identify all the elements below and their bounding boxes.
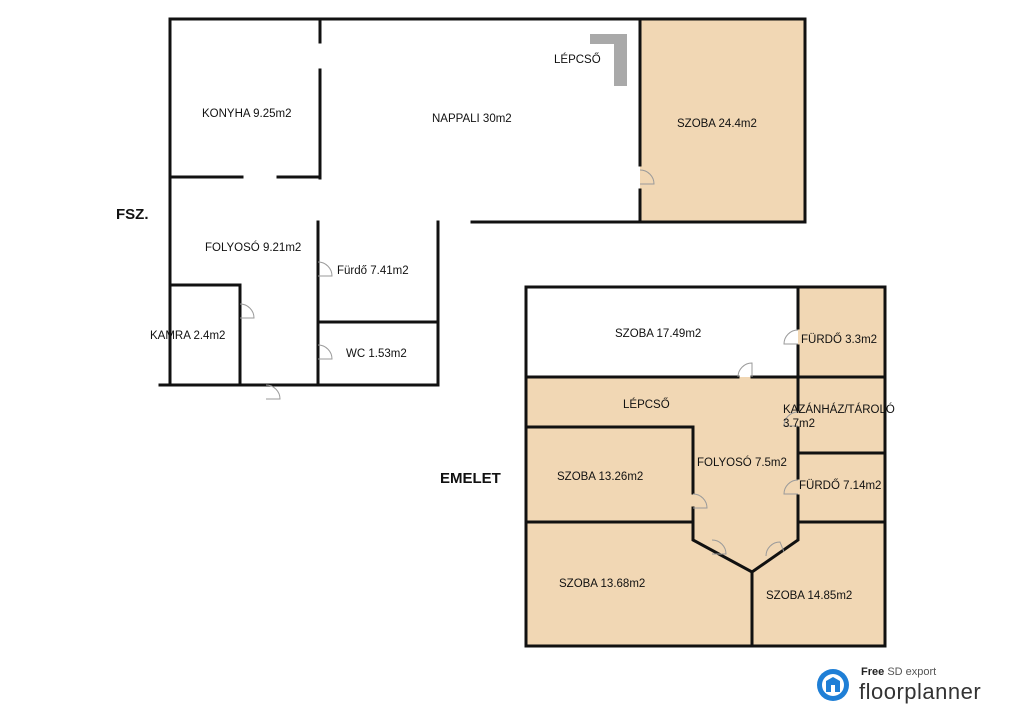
- door-furdo33: [783, 329, 799, 345]
- door-furdo-ground: [317, 261, 333, 277]
- door-szoba1749: [737, 362, 753, 378]
- floorplanner-logo-icon: [817, 669, 849, 701]
- door-szoba-ground: [639, 169, 655, 185]
- ground-floor: FSZ. KONYHA 9.25m2 NAPPALI 30m2 LÉPCSŐ S…: [116, 17, 807, 400]
- stairs-ground: [590, 34, 627, 86]
- door-szoba1368: [711, 539, 727, 555]
- room-label-kazanhaz-line2: 3.7m2: [783, 418, 815, 430]
- door-entrance: [265, 384, 281, 400]
- floorplanner-logo: Free SD export floorplanner: [815, 663, 1015, 713]
- upper-floor-fill: [526, 287, 885, 646]
- room-label-konyha: KONYHA 9.25m2: [202, 108, 291, 120]
- room-label-furdo714: FÜRDŐ 7.14m2: [799, 478, 881, 492]
- upper-floor: EMELET SZOBA 17.49m2 FÜRDŐ 3.3m2 LÉPCSŐ …: [440, 285, 895, 648]
- floor-label-ground: FSZ.: [116, 206, 149, 223]
- room-label-nappali: NAPPALI 30m2: [432, 113, 512, 125]
- room-label-kazanhaz-line1: KAZÁNHÁZ/TÁROLÓ: [783, 403, 895, 416]
- ground-outer-walls: [158, 17, 807, 387]
- door-szoba1326: [692, 493, 708, 509]
- room-label-szoba1485: SZOBA 14.85m2: [766, 590, 852, 602]
- door-kazanhaz: [783, 411, 799, 427]
- room-label-furdo33: FÜRDŐ 3.3m2: [801, 332, 877, 346]
- logo-free-text: Free SD export: [861, 666, 936, 678]
- room-szoba-ground-fill: [640, 19, 805, 222]
- floor-label-upper: EMELET: [440, 470, 501, 487]
- room-label-furdo-ground: Fürdő 7.41m2: [337, 265, 409, 277]
- room-label-szoba-ground: SZOBA 24.4m2: [677, 118, 757, 130]
- door-szoba1485: [765, 541, 785, 557]
- ground-wall-kamra: [168, 283, 242, 387]
- room-label-wc: WC 1.53m2: [346, 348, 407, 360]
- logo-export-word: SD export: [887, 666, 937, 678]
- upper-outer-walls: [524, 285, 887, 648]
- room-label-lepcso-ground: LÉPCSŐ: [554, 52, 601, 66]
- room-label-szoba1368: SZOBA 13.68m2: [559, 578, 645, 590]
- room-label-folyoso-upper: FOLYOSÓ 7.5m2: [697, 456, 787, 469]
- room-label-folyoso-ground: FOLYOSÓ 9.21m2: [205, 241, 301, 254]
- door-kamra: [239, 303, 255, 319]
- room-label-szoba1749: SZOBA 17.49m2: [615, 328, 701, 340]
- logo-free-word: Free: [861, 666, 885, 678]
- door-furdo714: [783, 479, 799, 495]
- room-label-kamra: KAMRA 2.4m2: [150, 330, 225, 342]
- door-wc: [317, 344, 333, 360]
- logo-brand-name: floorplanner: [859, 679, 982, 704]
- room-label-lepcso-upper: LÉPCSŐ: [623, 397, 670, 411]
- room-label-szoba1326: SZOBA 13.26m2: [557, 471, 643, 483]
